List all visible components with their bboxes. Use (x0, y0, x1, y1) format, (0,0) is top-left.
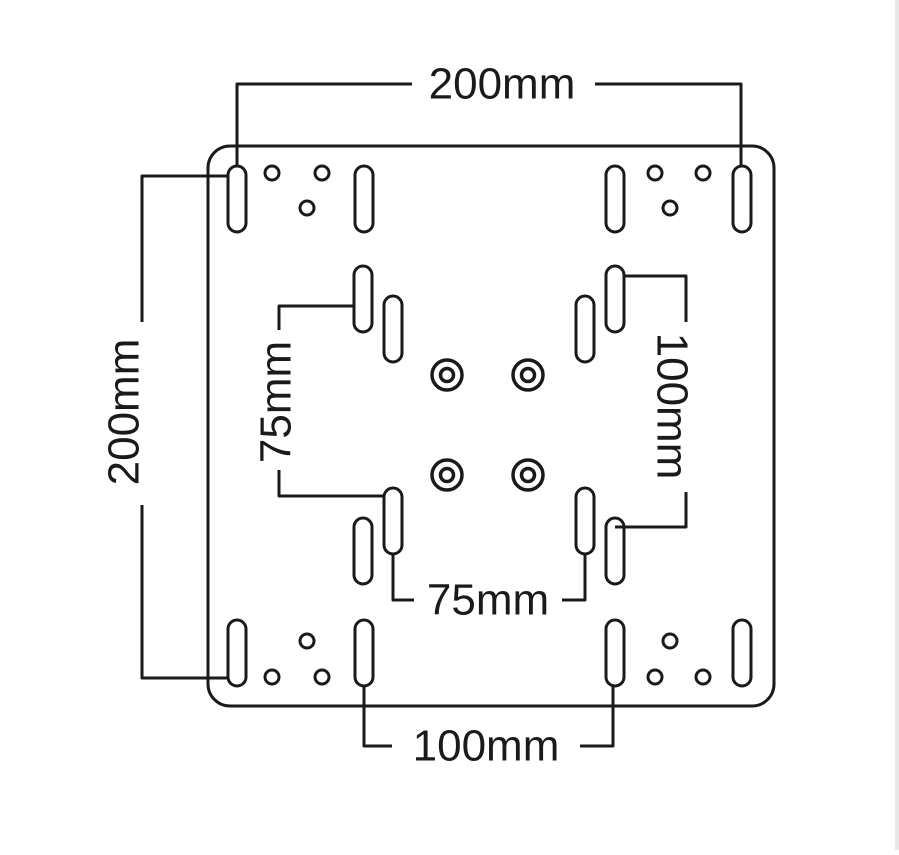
hole-bl-3 (313, 668, 331, 686)
hole-tr-3 (661, 199, 679, 217)
center-hole-top-right (511, 358, 545, 392)
label-bottom-100mm: 100mm (413, 722, 560, 771)
center-hole-bottom-left (430, 458, 464, 492)
slot-inner-lower-right-b (604, 516, 626, 586)
hole-tr-1 (646, 164, 664, 182)
dim-line-inner-left-75 (277, 304, 384, 498)
slot-100-bottom-right (604, 618, 626, 688)
slot-inner-upper-right-a (574, 294, 596, 364)
slot-inner-upper-left-a (352, 264, 374, 334)
slot-inner-upper-right-b (604, 264, 626, 334)
slot-outer-top-right (731, 164, 753, 234)
dim-line-inner-right-100 (615, 274, 688, 529)
label-inner-bottom-75mm: 75mm (427, 576, 549, 625)
label-left-200mm: 200mm (100, 339, 149, 486)
page-edge-divider (895, 0, 899, 850)
label-inner-right-100mm: 100mm (648, 333, 697, 480)
hole-br-1 (661, 632, 679, 650)
slot-100-bottom-left (353, 618, 375, 688)
hole-bl-1 (298, 632, 316, 650)
slot-100-top-right (604, 164, 626, 234)
mounting-plate (206, 144, 776, 708)
hole-tr-2 (694, 164, 712, 182)
label-top-200mm: 200mm (429, 60, 576, 109)
hole-tl-2 (313, 164, 331, 182)
hole-bl-2 (263, 668, 281, 686)
slot-inner-upper-left-b (382, 294, 404, 364)
slot-100-top-left (353, 164, 375, 234)
dim-line-top-200 (235, 82, 743, 166)
dim-line-bottom-100 (362, 686, 615, 748)
hole-br-3 (694, 668, 712, 686)
center-hole-bottom-right (511, 458, 545, 492)
hole-tl-1 (263, 164, 281, 182)
dim-line-left-200 (140, 174, 228, 680)
center-hole-top-left (430, 358, 464, 392)
slot-inner-lower-left-b (352, 516, 374, 586)
slot-outer-bottom-right (731, 618, 753, 688)
hole-br-2 (646, 668, 664, 686)
slot-inner-lower-left-a (382, 486, 404, 556)
slot-outer-bottom-left (226, 618, 248, 688)
slot-outer-top-left (226, 164, 248, 234)
dim-line-inner-bottom-75 (391, 554, 587, 602)
hole-tl-3 (298, 199, 316, 217)
slot-inner-lower-right-a (574, 486, 596, 556)
label-inner-left-75mm: 75mm (252, 341, 301, 463)
